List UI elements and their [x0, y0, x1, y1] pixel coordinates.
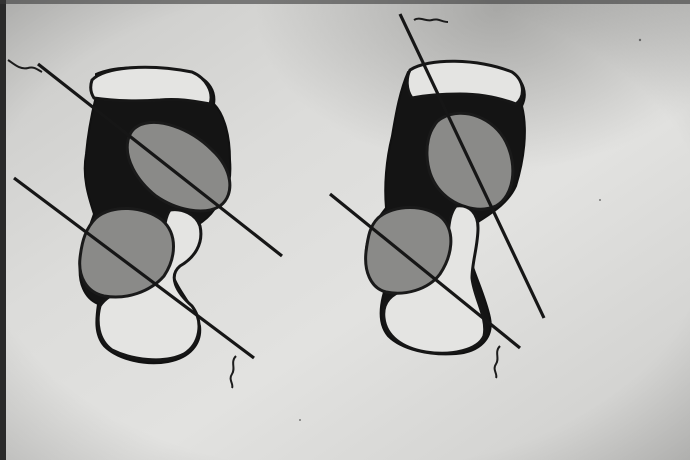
left-top-cap — [91, 67, 211, 104]
paper-speck — [599, 199, 601, 201]
paper-speck — [299, 419, 301, 421]
frame-top-edge — [0, 0, 690, 4]
frame-left-edge — [0, 0, 6, 460]
paper-speck — [639, 39, 641, 41]
